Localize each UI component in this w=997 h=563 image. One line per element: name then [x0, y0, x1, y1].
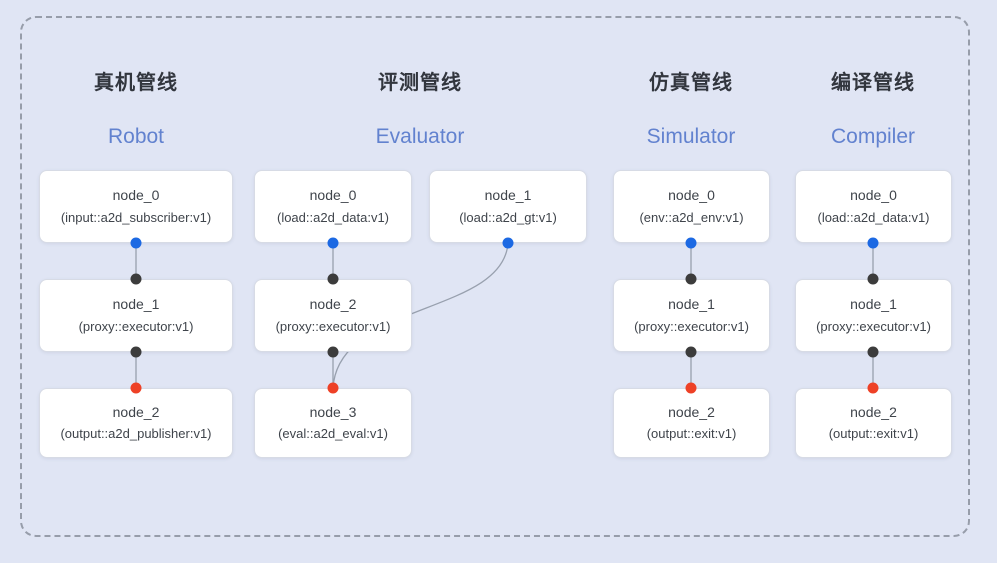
- pipeline-title-en-evaluator: Evaluator: [375, 125, 465, 148]
- output-port-blue-icon: [867, 237, 879, 249]
- output-port-dark-icon: [685, 346, 697, 358]
- node-name: node_1: [668, 296, 715, 313]
- node-type: (env::a2d_env:v1): [639, 209, 744, 225]
- node-type: (proxy::executor:v1): [816, 318, 931, 334]
- simulator-node-2: node_2 (output::exit:v1): [613, 388, 770, 458]
- node-type: (proxy::executor:v1): [634, 318, 749, 334]
- node-name: node_2: [850, 403, 897, 420]
- node-type: (output::a2d_publisher:v1): [60, 426, 212, 442]
- output-port-dark-icon: [327, 346, 339, 358]
- robot-node-2: node_2 (output::a2d_publisher:v1): [39, 388, 233, 458]
- pipeline-title-en-robot: Robot: [107, 125, 165, 148]
- robot-node-1: node_1 (proxy::executor:v1): [39, 279, 233, 352]
- node-type: (output::exit:v1): [828, 426, 919, 442]
- node-name: node_1: [484, 187, 532, 204]
- input-port-dark-icon: [867, 273, 879, 285]
- node-name: node_2: [309, 296, 357, 313]
- pipeline-title-zh-evaluator: 评测管线: [378, 72, 462, 94]
- evaluator-node-0: node_0 (load::a2d_data:v1): [254, 170, 412, 243]
- node-name: node_2: [112, 403, 160, 420]
- robot-node-0: node_0 (input::a2d_subscriber:v1): [39, 170, 233, 243]
- input-port-dark-icon: [327, 273, 339, 285]
- node-type: (input::a2d_subscriber:v1): [60, 209, 212, 225]
- node-name: node_1: [112, 296, 160, 313]
- compiler-node-1: node_1 (proxy::executor:v1): [795, 279, 952, 352]
- node-name: node_2: [668, 403, 715, 420]
- input-port-red-icon: [867, 382, 879, 394]
- pipeline-title-en-simulator: Simulator: [646, 125, 736, 148]
- input-port-dark-icon: [685, 273, 697, 285]
- connector-evaluator-n1-n3-curve: [332, 242, 509, 389]
- input-port-red-icon: [685, 382, 697, 394]
- input-port-dark-icon: [130, 273, 142, 285]
- evaluator-node-1: node_1 (load::a2d_gt:v1): [429, 170, 587, 243]
- compiler-node-2: node_2 (output::exit:v1): [795, 388, 952, 458]
- node-name: node_0: [850, 187, 897, 204]
- pipeline-title-zh-robot: 真机管线: [94, 72, 178, 94]
- input-port-red-icon: [130, 382, 142, 394]
- output-port-blue-icon: [327, 237, 339, 249]
- node-type: (proxy::executor:v1): [78, 318, 194, 334]
- pipeline-title-en-compiler: Compiler: [830, 125, 916, 148]
- output-port-blue-icon: [502, 237, 514, 249]
- output-port-blue-icon: [685, 237, 697, 249]
- dashed-frame: [20, 16, 970, 537]
- simulator-node-1: node_1 (proxy::executor:v1): [613, 279, 770, 352]
- node-type: (output::exit:v1): [646, 426, 737, 442]
- input-port-red-icon: [327, 382, 339, 394]
- evaluator-node-3: node_3 (eval::a2d_eval:v1): [254, 388, 412, 458]
- node-name: node_1: [850, 296, 897, 313]
- node-name: node_0: [309, 187, 357, 204]
- compiler-node-0: node_0 (load::a2d_data:v1): [795, 170, 952, 243]
- output-port-dark-icon: [130, 346, 142, 358]
- simulator-node-0: node_0 (env::a2d_env:v1): [613, 170, 770, 243]
- pipeline-title-zh-simulator: 仿真管线: [649, 72, 733, 94]
- node-type: (load::a2d_data:v1): [276, 209, 390, 225]
- node-type: (proxy::executor:v1): [275, 318, 391, 334]
- node-type: (eval::a2d_eval:v1): [278, 426, 388, 442]
- output-port-dark-icon: [867, 346, 879, 358]
- output-port-blue-icon: [130, 237, 142, 249]
- node-name: node_0: [112, 187, 160, 204]
- pipeline-title-zh-compiler: 编译管线: [831, 72, 915, 94]
- node-type: (load::a2d_gt:v1): [459, 209, 557, 225]
- node-name: node_3: [309, 403, 357, 420]
- evaluator-node-2: node_2 (proxy::executor:v1): [254, 279, 412, 352]
- node-name: node_0: [668, 187, 715, 204]
- node-type: (load::a2d_data:v1): [817, 209, 930, 225]
